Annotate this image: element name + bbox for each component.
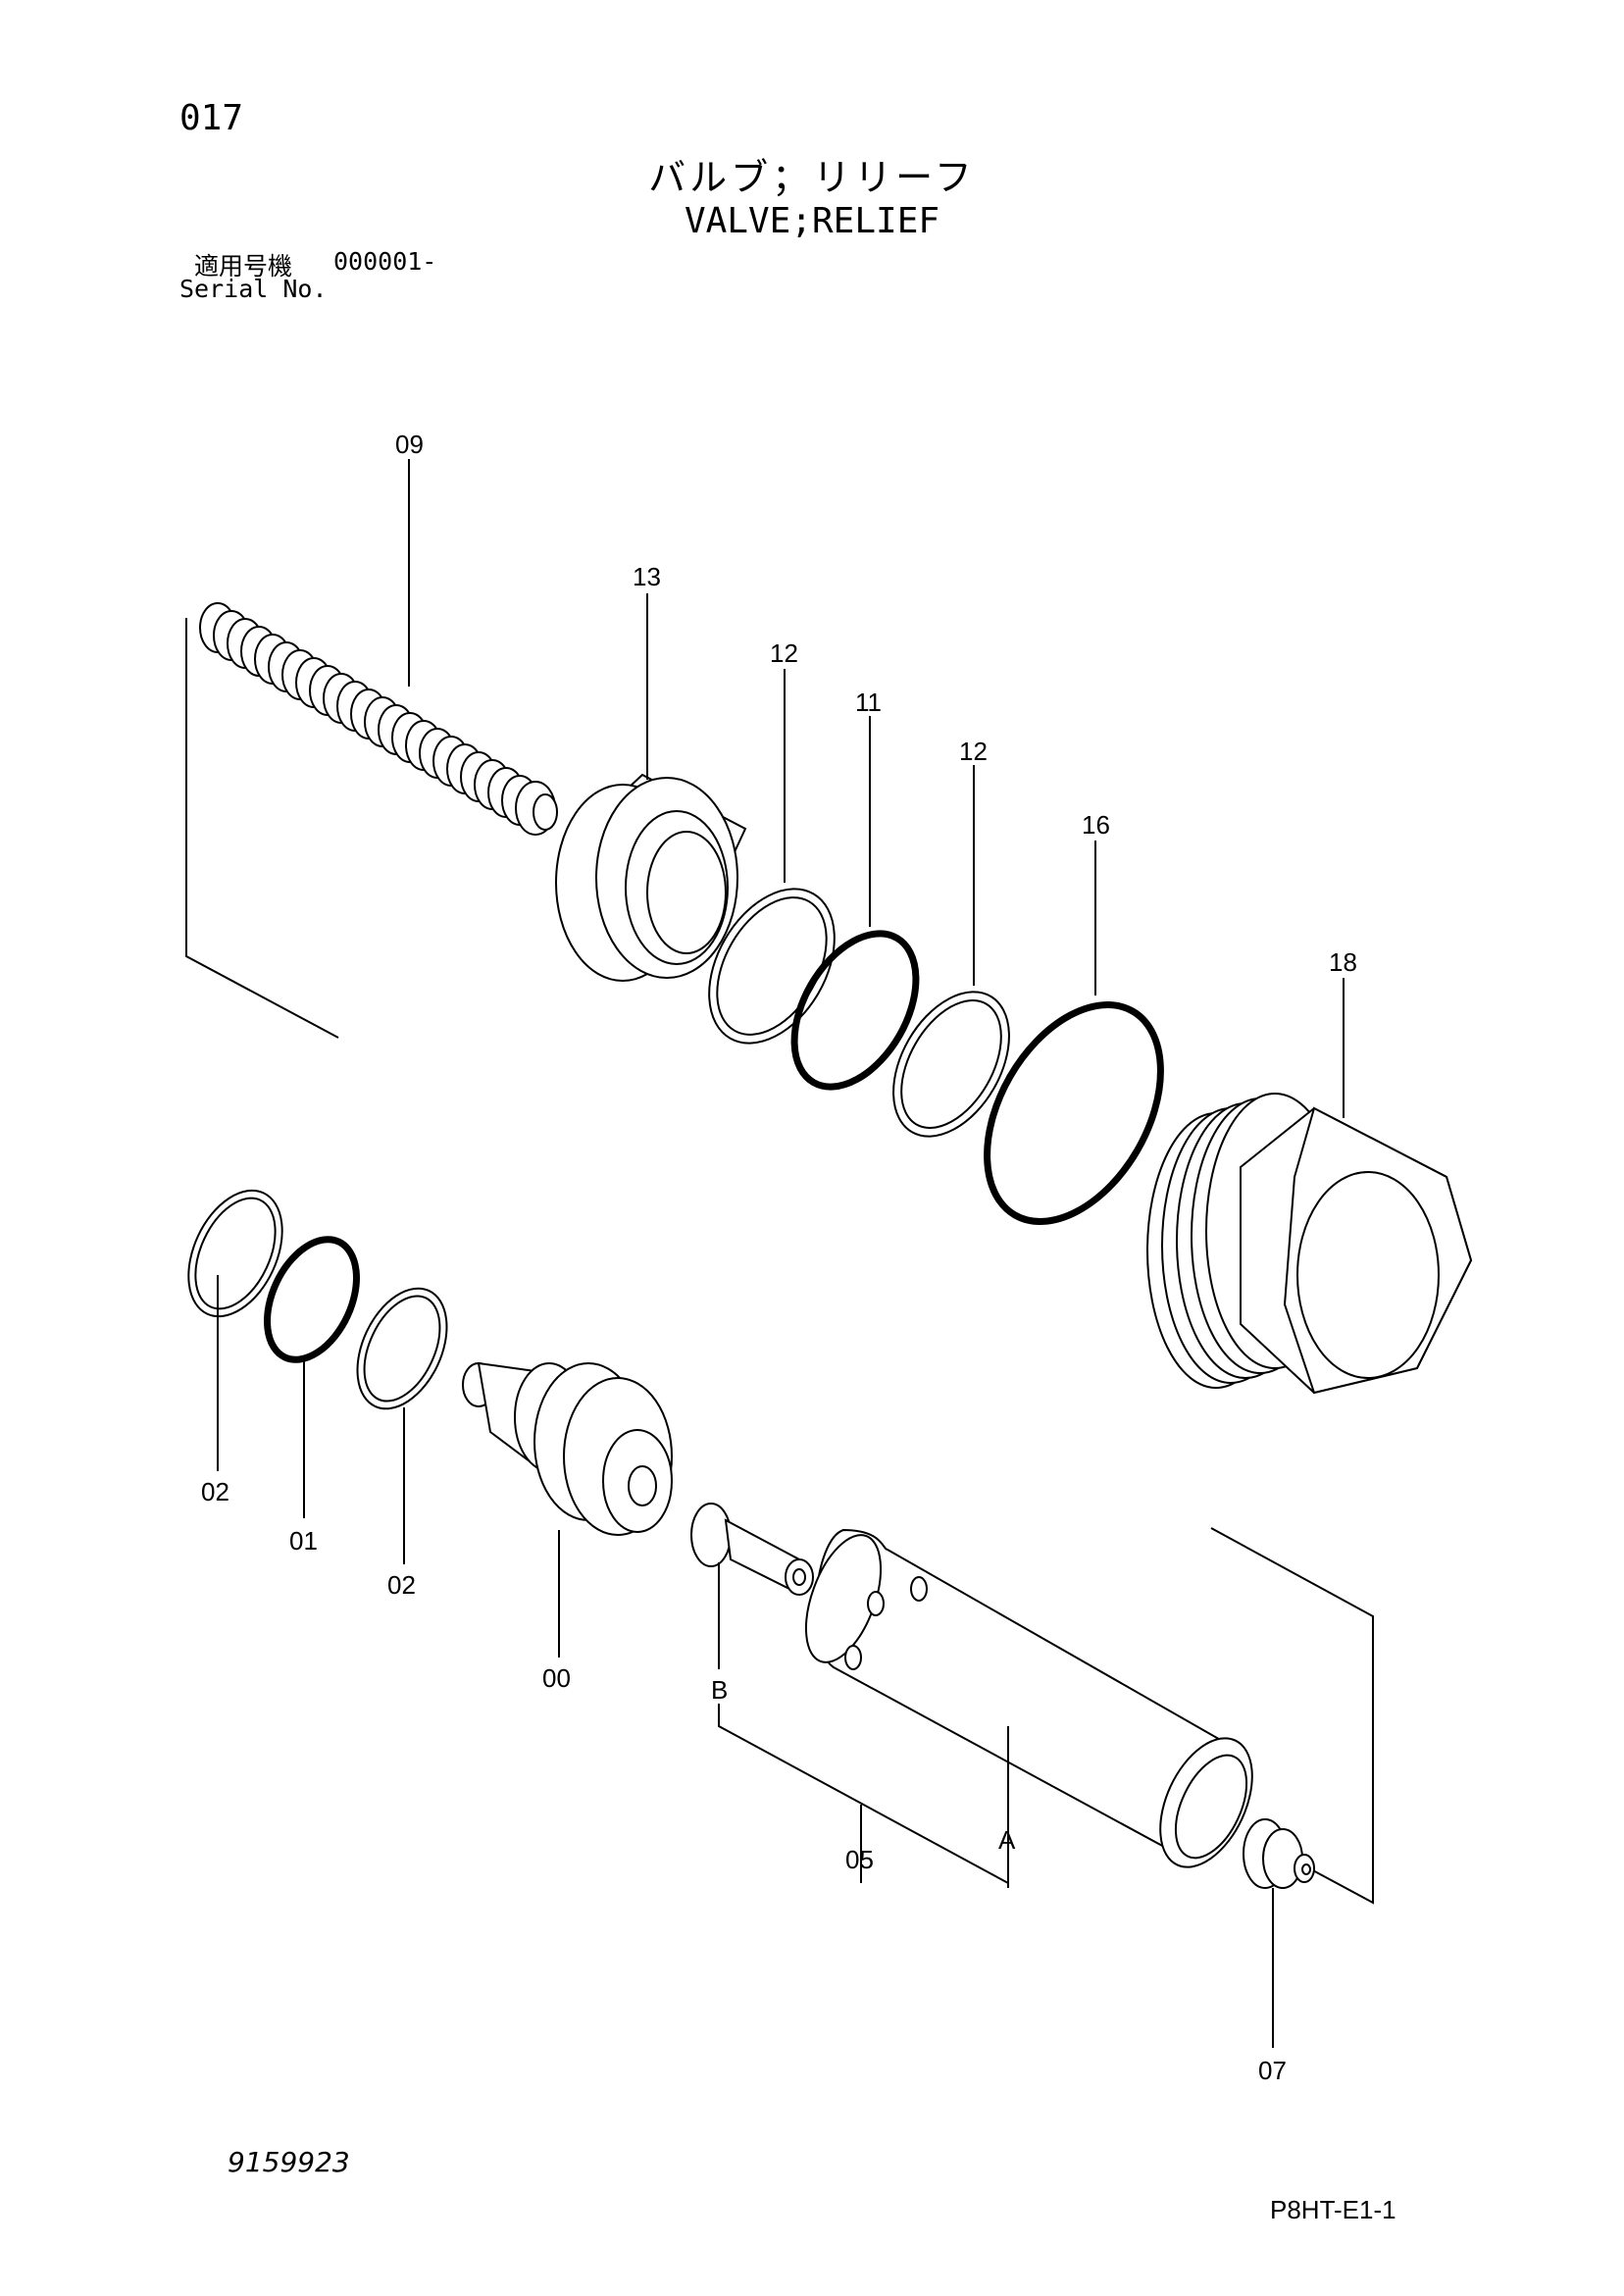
callout-18: 18 bbox=[1329, 947, 1357, 977]
serial-label-english: Serial No. bbox=[179, 275, 328, 303]
spring-part-09 bbox=[199, 602, 558, 836]
title-japanese: バルブ；リリーフ bbox=[648, 156, 976, 199]
callout-07: 07 bbox=[1258, 2056, 1287, 2085]
o-ring-part-01 bbox=[264, 1236, 360, 1363]
sleeve-part-a bbox=[804, 1528, 1253, 1868]
callout-16: 16 bbox=[1082, 810, 1110, 840]
backup-ring-part-02a bbox=[187, 1189, 283, 1318]
document-number: 9159923 bbox=[228, 2146, 350, 2178]
callout-05: 05 bbox=[845, 1845, 874, 1874]
poppet-part-00 bbox=[462, 1361, 673, 1536]
callout-09: 09 bbox=[395, 430, 424, 459]
backup-ring-part-02b bbox=[356, 1287, 448, 1410]
lower-group-bracket bbox=[1210, 1527, 1374, 1905]
callout-12b: 12 bbox=[959, 737, 988, 766]
callout-02b: 02 bbox=[387, 1570, 416, 1600]
plug-part-18 bbox=[1146, 1093, 1473, 1395]
callout-13: 13 bbox=[633, 562, 661, 591]
callout-02a: 02 bbox=[201, 1477, 229, 1506]
title-english: VALVE;RELIEF bbox=[684, 201, 940, 241]
page-number: 017 bbox=[179, 98, 244, 138]
serial-range: 000001- bbox=[333, 247, 437, 276]
plate-code: P8HT-E1-1 bbox=[1270, 2195, 1396, 2224]
serial-label-japanese: 適用号機 bbox=[194, 252, 293, 281]
leader-lines bbox=[217, 459, 1345, 2048]
callout-a: A bbox=[998, 1825, 1016, 1855]
callout-11: 11 bbox=[855, 688, 882, 717]
callout-01: 01 bbox=[289, 1526, 318, 1556]
o-ring-part-11 bbox=[790, 930, 920, 1091]
callout-00: 00 bbox=[542, 1663, 571, 1693]
piston-part-b bbox=[690, 1503, 814, 1596]
callout-b: B bbox=[711, 1675, 728, 1705]
plug-part-07 bbox=[1243, 1818, 1315, 1889]
backup-ring-part-12b bbox=[892, 991, 1010, 1138]
seat-part-13 bbox=[555, 773, 747, 982]
upper-group-bracket bbox=[185, 618, 339, 1039]
callout-12a: 12 bbox=[770, 638, 798, 668]
o-ring-part-16 bbox=[984, 1001, 1164, 1225]
